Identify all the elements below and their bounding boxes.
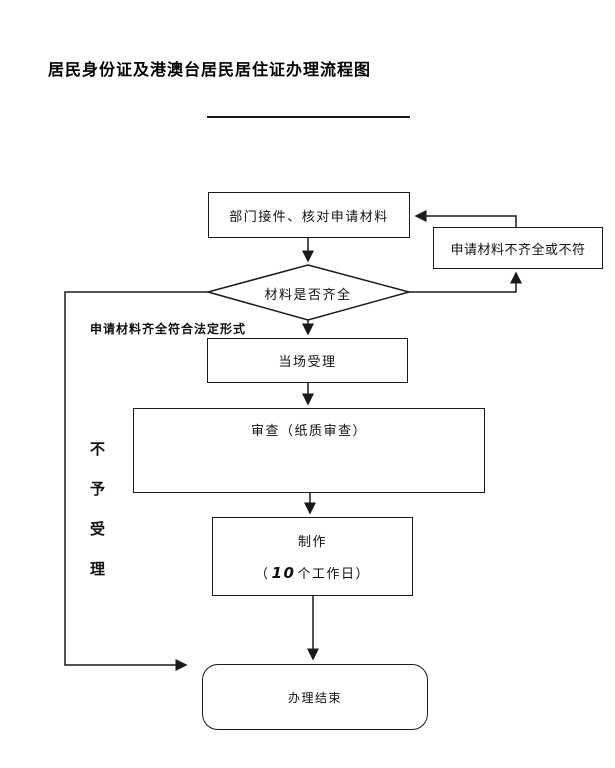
node-receive-materials: 部门接件、核对申请材料 bbox=[208, 192, 410, 238]
node-review-label: 审查（纸质审查） bbox=[250, 424, 367, 439]
node-process-end: 办理结束 bbox=[202, 664, 428, 730]
arrow-reject-path-to-end bbox=[64, 291, 208, 671]
node-review: 审查（纸质审查） bbox=[133, 408, 485, 493]
node-materials-incomplete: 申请材料不齐全或不符 bbox=[433, 227, 603, 269]
node-make-label-line1: 制作 bbox=[297, 535, 327, 550]
make-workdays-number: 10 bbox=[271, 564, 296, 582]
node-incomplete-label: 申请材料不齐全或不符 bbox=[450, 242, 586, 258]
reject-char-3: 受 bbox=[90, 520, 106, 538]
reject-char-4: 理 bbox=[90, 560, 106, 578]
arrow-decision-to-incomplete bbox=[409, 271, 522, 293]
arrow-incomplete-to-receive bbox=[414, 210, 517, 227]
node-accept-on-spot: 当场受理 bbox=[207, 338, 408, 383]
make-paren-open: （ bbox=[255, 567, 270, 582]
decision-diamond-label: 材料是否齐全 bbox=[264, 288, 352, 303]
node-accept-label: 当场受理 bbox=[278, 355, 337, 370]
reject-char-1: 不 bbox=[90, 440, 106, 458]
qualified-note-label: 申请材料齐全符合法定形式 bbox=[90, 322, 247, 336]
make-paren-rest: 个工作日） bbox=[297, 567, 370, 582]
node-receive-label: 部门接件、核对申请材料 bbox=[229, 209, 389, 225]
reject-char-2: 予 bbox=[90, 480, 106, 498]
reject-vertical-label: 不 予 受 理 bbox=[90, 438, 105, 579]
page-title: 居民身份证及港澳台居民居住证办理流程图 bbox=[48, 60, 372, 79]
node-end-label: 办理结束 bbox=[287, 690, 342, 705]
